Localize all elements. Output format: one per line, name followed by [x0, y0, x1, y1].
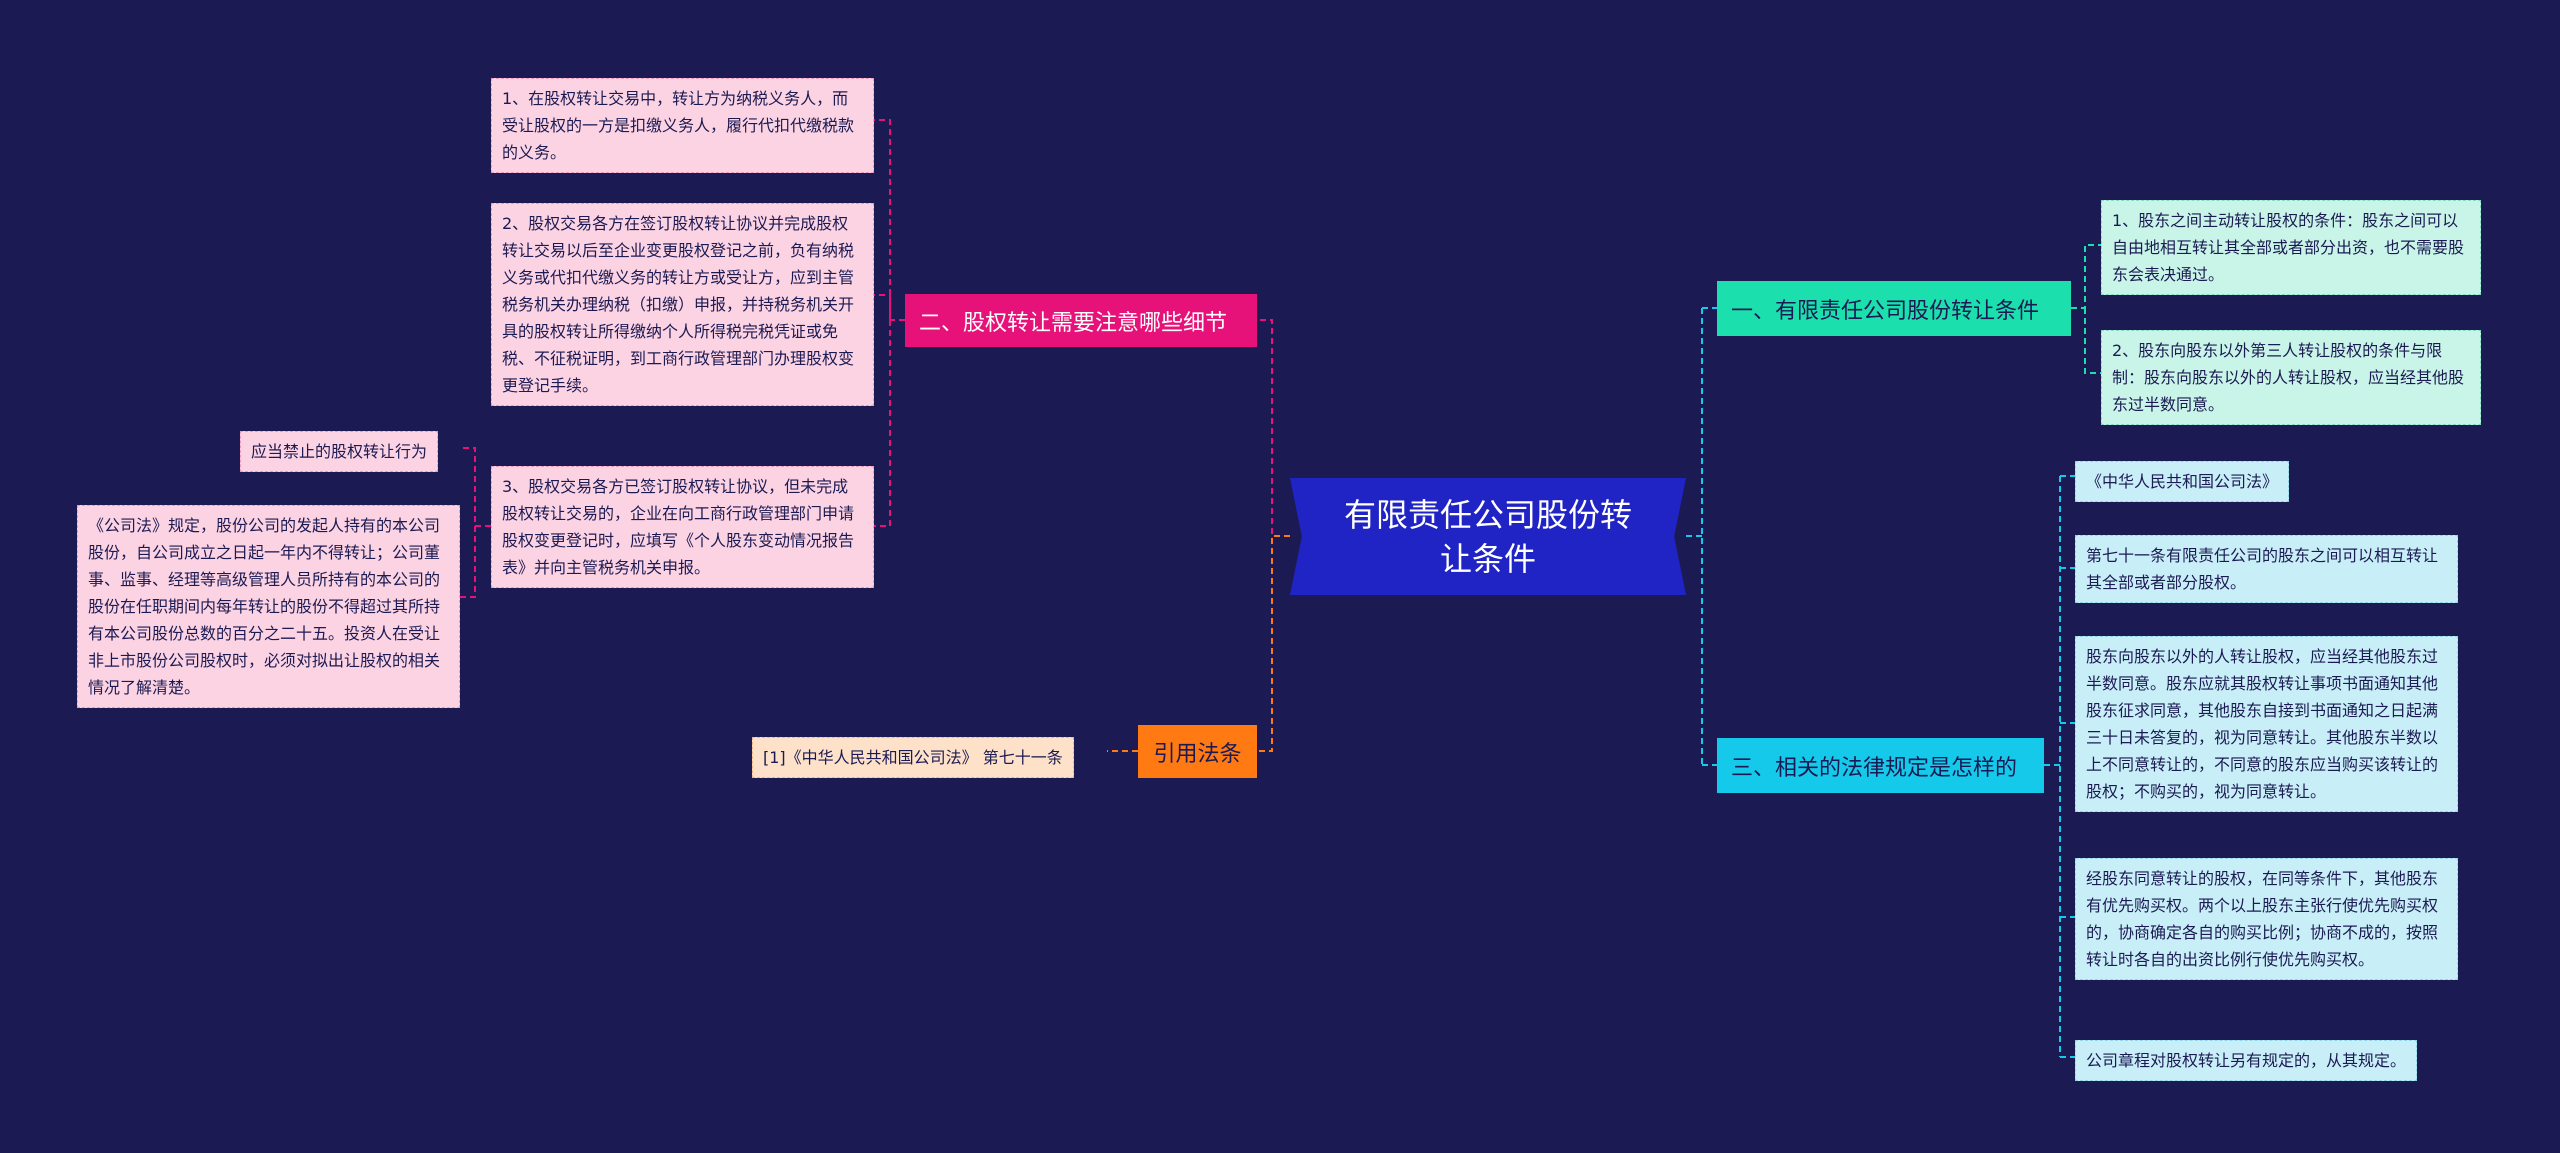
central-topic[interactable]: 有限责任公司股份转让条件: [1290, 478, 1686, 595]
branch-transfer-conditions[interactable]: 一、有限责任公司股份转让条件: [1717, 281, 2071, 336]
leaf-cited-article[interactable]: [1]《中华人民共和国公司法》 第七十一条: [752, 737, 1074, 778]
leaf-law-title[interactable]: 《中华人民共和国公司法》: [2075, 461, 2290, 502]
branch-legal-provisions[interactable]: 三、相关的法律规定是怎样的: [1717, 738, 2044, 793]
leaf-consent-rule[interactable]: 股东向股东以外的人转让股权，应当经其他股东过半数同意。股东应就其股权转让事项书面…: [2075, 636, 2458, 812]
leaf-detail-1[interactable]: 1、在股权转让交易中，转让方为纳税义务人，而受让股权的一方是扣缴义务人，履行代扣…: [491, 78, 874, 173]
branch-label: 一、有限责任公司股份转让条件: [1731, 298, 2040, 324]
branch-transfer-details[interactable]: 二、股权转让需要注意哪些细节: [905, 294, 1257, 347]
leaf-articles-of-association[interactable]: 公司章程对股权转让另有规定的，从其规定。: [2075, 1040, 2418, 1081]
leaf-company-law-rule[interactable]: 《公司法》规定，股份公司的发起人持有的本公司股份，自公司成立之日起一年内不得转让…: [77, 505, 460, 708]
branch-label: 二、股权转让需要注意哪些细节: [919, 310, 1228, 336]
leaf-detail-2[interactable]: 2、股权交易各方在签订股权转让协议并完成股权转让交易以后至企业变更股权登记之前，…: [491, 203, 874, 406]
branch-cited-law[interactable]: 引用法条: [1138, 725, 1257, 778]
leaf-condition-2[interactable]: 2、股东向股东以外第三人转让股权的条件与限制：股东向股东以外的人转让股权，应当经…: [2101, 330, 2481, 425]
leaf-detail-3[interactable]: 3、股权交易各方已签订股权转让协议，但未完成股权转让交易的，企业在向工商行政管理…: [491, 466, 874, 588]
branch-label: 引用法条: [1153, 741, 1242, 767]
central-topic-label: 有限责任公司股份转让条件: [1343, 495, 1632, 578]
branch-label: 三、相关的法律规定是怎样的: [1731, 755, 2018, 781]
leaf-article-71[interactable]: 第七十一条有限责任公司的股东之间可以相互转让其全部或者部分股权。: [2075, 535, 2458, 603]
leaf-condition-1[interactable]: 1、股东之间主动转让股权的条件：股东之间可以自由地相互转让其全部或者部分出资，也…: [2101, 200, 2481, 295]
leaf-preemption-right[interactable]: 经股东同意转让的股权，在同等条件下，其他股东有优先购买权。两个以上股东主张行使优…: [2075, 858, 2458, 980]
leaf-prohibited-transfers[interactable]: 应当禁止的股权转让行为: [240, 431, 439, 472]
